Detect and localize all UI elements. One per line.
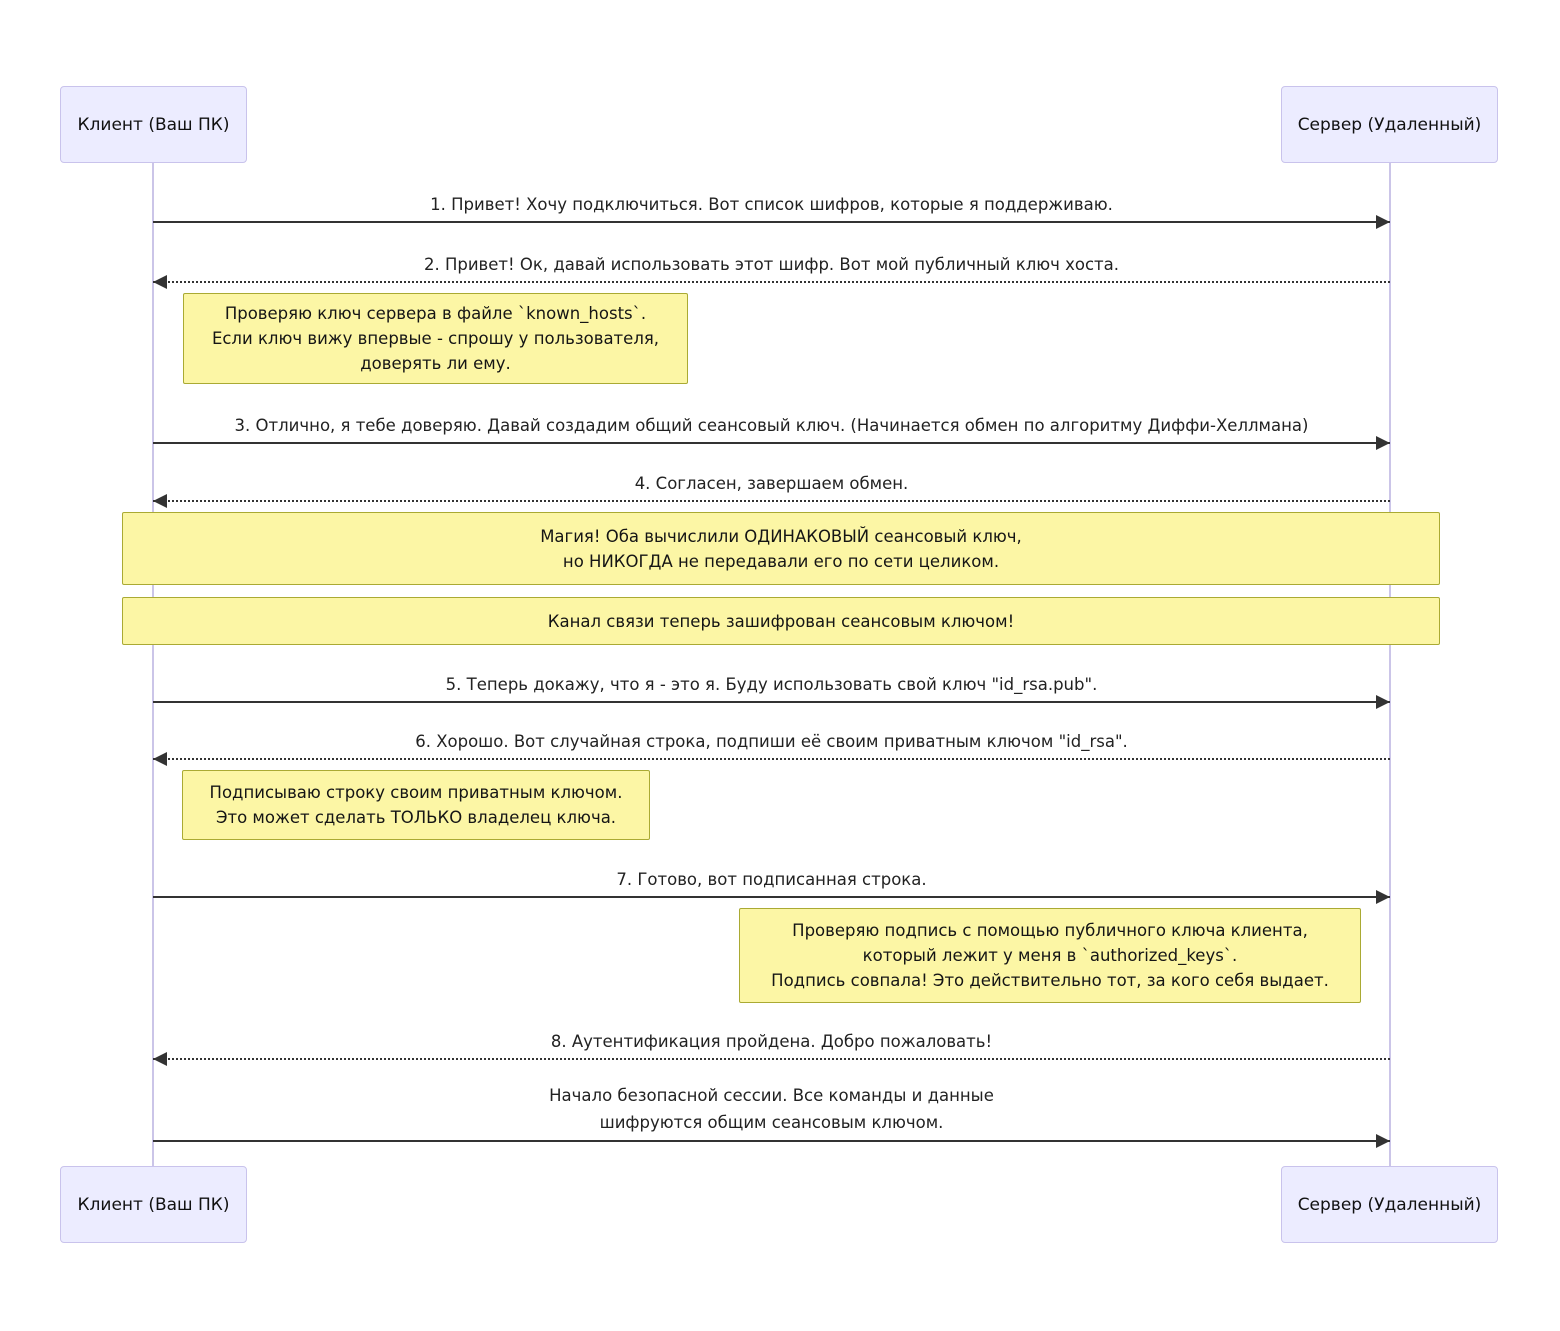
actor-server-bottom: Сервер (Удаленный) <box>1281 1166 1498 1243</box>
note-magic-same-key: Магия! Оба вычислили ОДИНАКОВЫЙ сеансовы… <box>122 512 1440 585</box>
note-channel-encrypted: Канал связи теперь зашифрован сеансовым … <box>122 597 1440 645</box>
message-7-label: 7. Готово, вот подписанная строка. <box>616 870 927 889</box>
message-1-label: 1. Привет! Хочу подключиться. Вот список… <box>430 195 1113 214</box>
message-9-label: Начало безопасной сессии. Все команды и … <box>549 1086 994 1132</box>
message-5-label: 5. Теперь докажу, что я - это я. Буду ис… <box>445 675 1098 694</box>
message-3-label: 3. Отлично, я тебе доверяю. Давай создад… <box>234 416 1309 435</box>
message-6-label: 6. Хорошо. Вот случайная строка, подпиши… <box>415 732 1128 751</box>
message-9-arrow <box>153 1134 1390 1148</box>
message-4-label: 4. Согласен, завершаем обмен. <box>634 474 909 493</box>
message-8-label: 8. Аутентификация пройдена. Добро пожало… <box>550 1032 993 1051</box>
note-check-known-hosts: Проверяю ключ сервера в файле `known_hos… <box>183 293 688 384</box>
message-8-arrow <box>153 1052 1390 1066</box>
client-lifeline <box>152 163 154 1166</box>
message-5-arrow <box>153 695 1390 709</box>
actor-server-top: Сервер (Удаленный) <box>1281 86 1498 163</box>
note-verify-signature: Проверяю подпись с помощью публичного кл… <box>739 908 1361 1003</box>
message-2-arrow <box>153 275 1390 289</box>
message-1-arrow <box>153 215 1390 229</box>
message-6-arrow <box>153 752 1390 766</box>
actor-client-bottom: Клиент (Ваш ПК) <box>60 1166 247 1243</box>
server-lifeline <box>1389 163 1391 1166</box>
message-2-label: 2. Привет! Ок, давай использовать этот ш… <box>423 255 1120 274</box>
note-sign-string: Подписываю строку своим приватным ключом… <box>182 770 650 840</box>
message-7-arrow <box>153 890 1390 904</box>
message-3-arrow <box>153 436 1390 450</box>
message-4-arrow <box>153 494 1390 508</box>
actor-client-top: Клиент (Ваш ПК) <box>60 86 247 163</box>
